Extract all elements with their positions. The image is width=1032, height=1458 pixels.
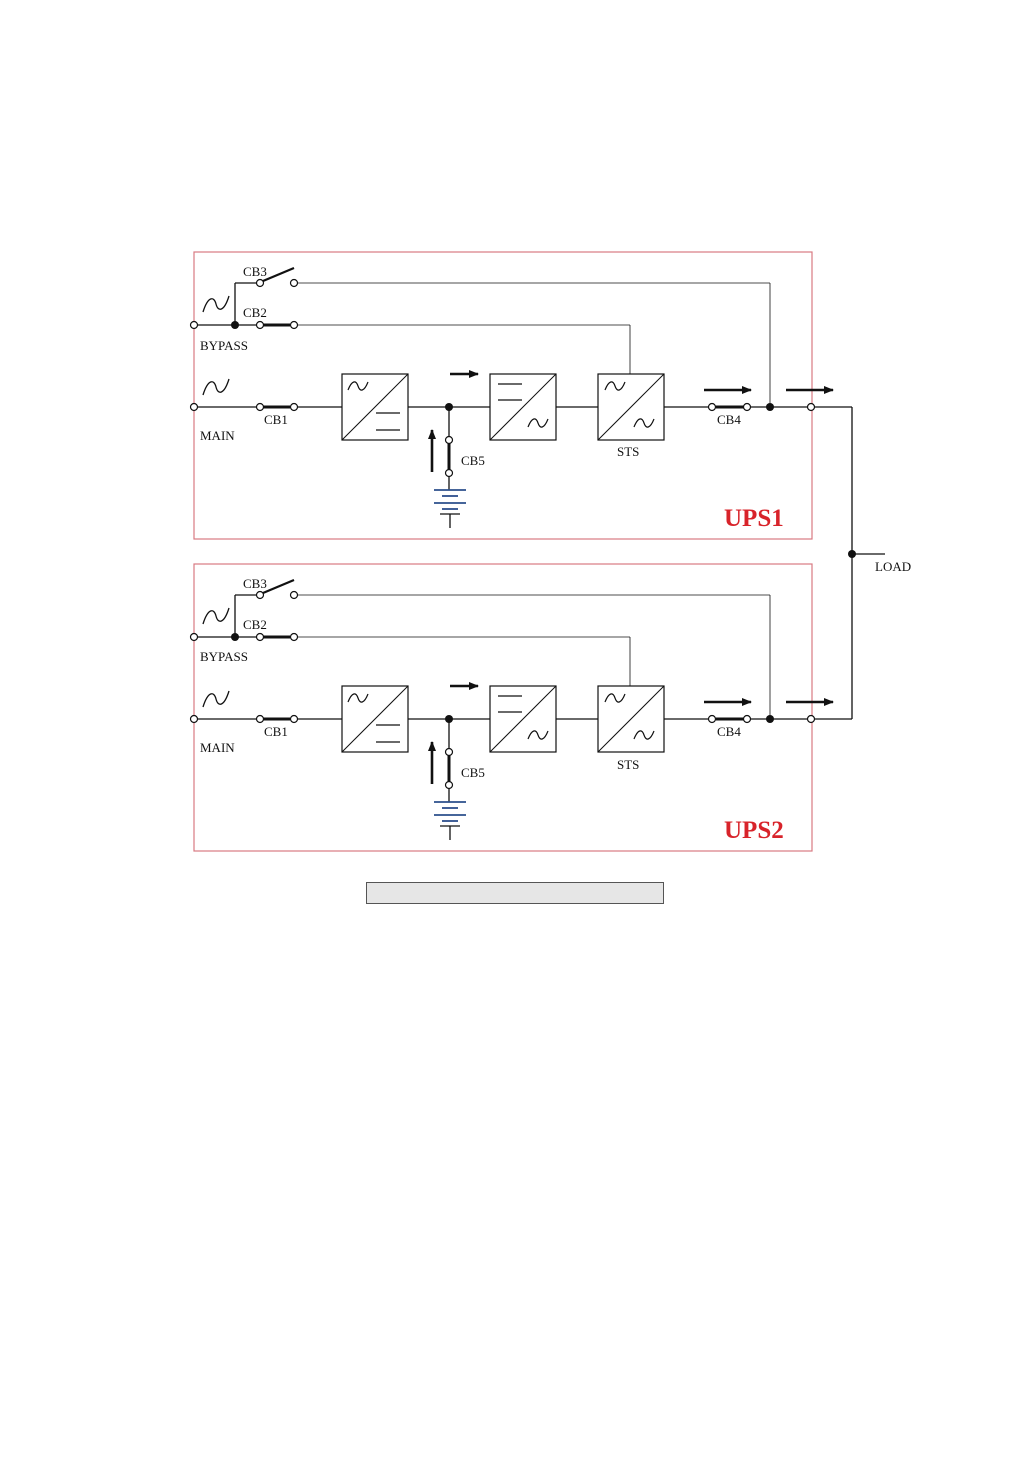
sts-label: STS [617, 444, 639, 459]
sts-label: STS [617, 757, 639, 772]
cb5-label: CB5 [461, 765, 485, 780]
ups1-unit: CB3 CB2 BYPASS MAIN CB1 CB5 STS CB4 UPS1 [191, 252, 834, 539]
cb3-label: CB3 [243, 264, 267, 279]
ups-title: UPS2 [724, 817, 784, 844]
cb2-label: CB2 [243, 305, 267, 320]
caption-box [366, 882, 664, 904]
cb1-label: CB1 [264, 724, 288, 739]
main-label: MAIN [200, 740, 235, 755]
cb1-label: CB1 [264, 412, 288, 427]
load-node [848, 550, 856, 558]
ups2-unit: CB3 CB2 BYPASS MAIN CB1 CB5 STS CB4 UPS2 [191, 564, 834, 851]
bypass-label: BYPASS [200, 338, 248, 353]
cb4-label: CB4 [717, 724, 741, 739]
main-label: MAIN [200, 428, 235, 443]
cb4-label: CB4 [717, 412, 741, 427]
load-label: LOAD [875, 559, 911, 574]
ups-title: UPS1 [724, 505, 784, 532]
cb3-label: CB3 [243, 576, 267, 591]
cb2-label: CB2 [243, 617, 267, 632]
cb5-label: CB5 [461, 453, 485, 468]
bypass-label: BYPASS [200, 649, 248, 664]
